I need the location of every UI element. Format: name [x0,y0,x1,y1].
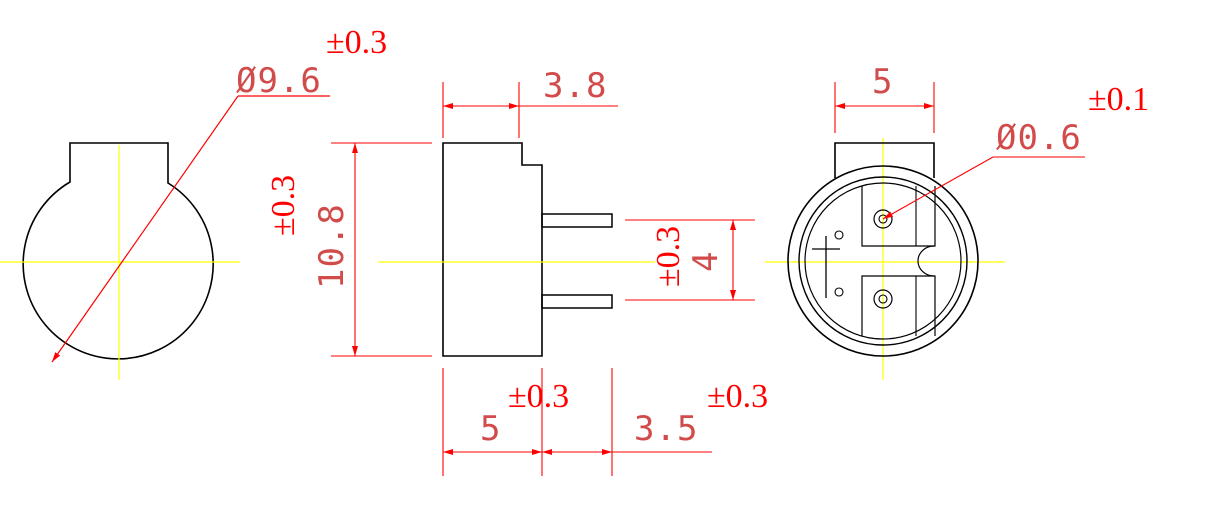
side-view-body-length-tolerance: ±0.3 [508,378,569,415]
side-view-pin-spacing-label: 4 [686,251,726,272]
side-view-height-label: 10.8 [312,203,352,289]
side-view-pin-length-label: 3.5 [634,409,698,449]
side-view-upper-pin [541,213,613,228]
side-view: 3.8 10.8 ±0.3 4 ±0.3 5 ±0.3 3.5 ±0.3 [265,66,768,476]
bottom-view-notch [917,245,935,277]
bottom-view-pin-diameter-leader [882,156,994,220]
front-view-diameter-dimension-line [51,95,239,363]
side-view-pin-length-tolerance: ±0.3 [707,378,768,415]
bottom-view-small-hole [834,230,844,240]
front-view-body-outline [22,142,214,360]
side-view-top-dimension-label: 3.8 [543,66,607,106]
bottom-view-lower-pin [873,289,893,309]
side-view-height-tolerance: ±0.3 [265,175,302,236]
bottom-view-outer-circle [787,165,979,357]
bottom-view-tab-outline [834,142,935,178]
bottom-view-lower-pin-core [878,294,888,304]
bottom-view-lower-pad [861,275,936,336]
bottom-view: 5 Ø0.6 ±0.1 [765,62,1149,380]
bottom-view-small-hole [834,287,844,297]
side-view-body-outline [442,142,543,357]
front-view: Ø9.6 ±0.3 [0,24,387,380]
bottom-view-pin-diameter-tolerance: ±0.1 [1088,81,1149,118]
side-view-pin-spacing-tolerance: ±0.3 [650,226,687,287]
front-view-diameter-label: Ø9.6 [236,61,322,101]
bottom-view-upper-pad [861,186,936,247]
bottom-view-pin-diameter-label: Ø0.6 [996,118,1082,158]
bottom-view-inner-circle [804,182,962,340]
side-view-lower-pin [541,294,613,309]
bottom-view-inner-circle [798,176,968,346]
front-view-diameter-tolerance: ±0.3 [326,24,387,61]
bottom-view-tab-width-label: 5 [872,62,893,102]
bottom-view-upper-pin [873,209,893,229]
side-view-body-length-label: 5 [480,409,501,449]
